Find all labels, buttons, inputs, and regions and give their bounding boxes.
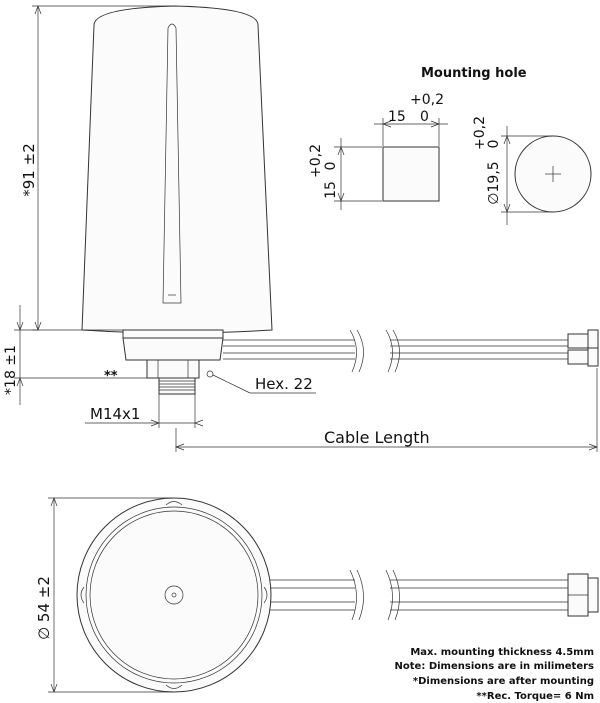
diameter-label: ∅ 54 ±2	[35, 576, 53, 640]
connectors-side	[567, 329, 599, 367]
hex-nut	[146, 359, 200, 379]
square-hole	[382, 146, 440, 202]
top-inner-ring	[85, 506, 263, 684]
round-zero: 0	[486, 140, 502, 149]
cable-length-dimension	[175, 368, 598, 452]
mount-height-dimension	[14, 305, 147, 405]
note-line: **Rec. Torque= 6 Nm	[476, 691, 594, 702]
thread-stud	[158, 377, 196, 395]
mount-height-label: *18 ±1	[3, 345, 19, 395]
cables-side	[223, 329, 570, 373]
hex-leader	[206, 370, 316, 394]
side-view	[14, 5, 599, 452]
thread-dimension	[85, 394, 204, 428]
round-dim: ∅19,5	[486, 161, 502, 204]
mounting-hole-title: Mounting hole	[421, 66, 527, 81]
antenna-body	[81, 5, 273, 334]
torque-marker: **	[104, 369, 118, 384]
cables-top	[270, 569, 568, 621]
note-line: *Dimensions are after mounting	[413, 676, 594, 687]
square-left-tol: +0,2	[308, 144, 324, 178]
square-top-tol: +0,2	[410, 92, 444, 108]
square-top-zero: 0	[420, 109, 429, 125]
note-line: Note: Dimensions are in milimeters	[395, 661, 595, 672]
antenna-rib	[162, 23, 182, 304]
square-left-dim: 15	[323, 181, 339, 199]
cable-length-label: Cable Length	[324, 428, 430, 447]
mounting-hole-detail	[334, 118, 592, 225]
notes: Max. mounting thickness 4.5mm Note: Dime…	[395, 647, 595, 702]
round-tol: +0,2	[472, 116, 488, 150]
square-top-dim: 15	[388, 109, 406, 125]
base-plate	[122, 329, 224, 339]
top-view	[48, 497, 599, 693]
height-label: *91 ±2	[20, 143, 38, 196]
base-collar	[122, 337, 224, 361]
diameter-dimension	[48, 497, 174, 693]
hex-label: Hex. 22	[255, 375, 313, 393]
top-outer-ring	[76, 497, 272, 693]
connectors-top	[567, 573, 599, 617]
note-line: Max. mounting thickness 4.5mm	[410, 647, 594, 658]
top-center	[164, 585, 184, 605]
square-left-zero: 0	[323, 162, 339, 171]
thread-label: M14x1	[90, 405, 140, 423]
